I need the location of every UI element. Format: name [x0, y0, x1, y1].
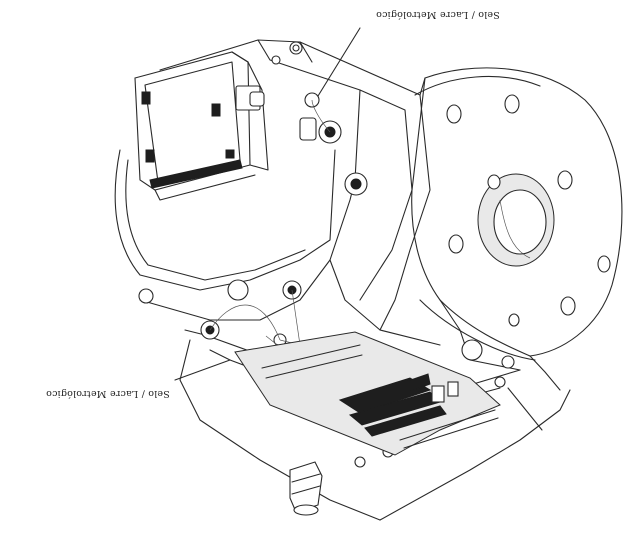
leader-lines: [174, 27, 543, 431]
nameplate: [234, 331, 501, 456]
seal-label-top: Selo / Lacre Metrológico: [376, 9, 500, 20]
screws: [138, 41, 515, 468]
pressure-connector: [289, 461, 323, 516]
index-housing: [114, 51, 336, 291]
flange: [411, 67, 623, 361]
seal-label-left: Selo / Lacre Metrológico: [46, 388, 170, 399]
